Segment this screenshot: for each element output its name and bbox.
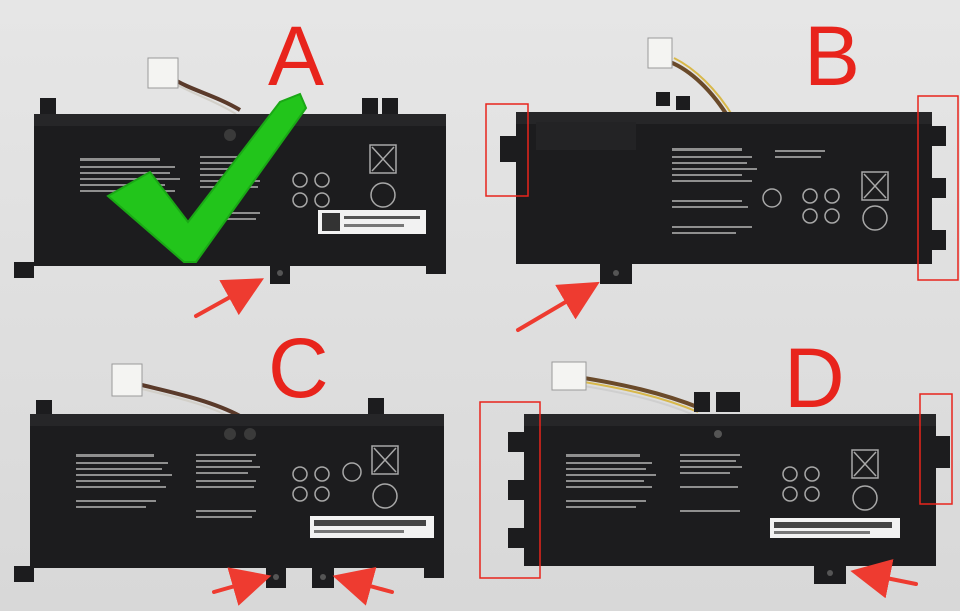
battery-c-body <box>30 414 444 568</box>
highlight-box-b-right <box>917 95 959 281</box>
label-c: C <box>268 321 329 415</box>
serial-sticker-c <box>310 516 434 538</box>
battery-d-body <box>524 414 936 566</box>
label-b: B <box>804 9 861 103</box>
arrow-icon <box>850 559 918 599</box>
highlight-box-b-left <box>485 103 529 197</box>
connector-a <box>147 57 179 89</box>
highlight-box-d-right <box>919 393 953 505</box>
checkmark-icon <box>106 92 308 263</box>
label-a: A <box>268 9 325 103</box>
battery-b <box>485 37 959 284</box>
arrow-icon <box>516 281 600 332</box>
arrow-icon <box>194 278 264 318</box>
arrow-icon <box>332 567 394 606</box>
battery-d <box>479 361 953 584</box>
highlight-box-d-left <box>479 401 541 579</box>
arrow-icon <box>212 567 272 606</box>
battery-c <box>14 363 444 588</box>
label-d: D <box>784 331 845 425</box>
battery-a <box>14 57 446 284</box>
